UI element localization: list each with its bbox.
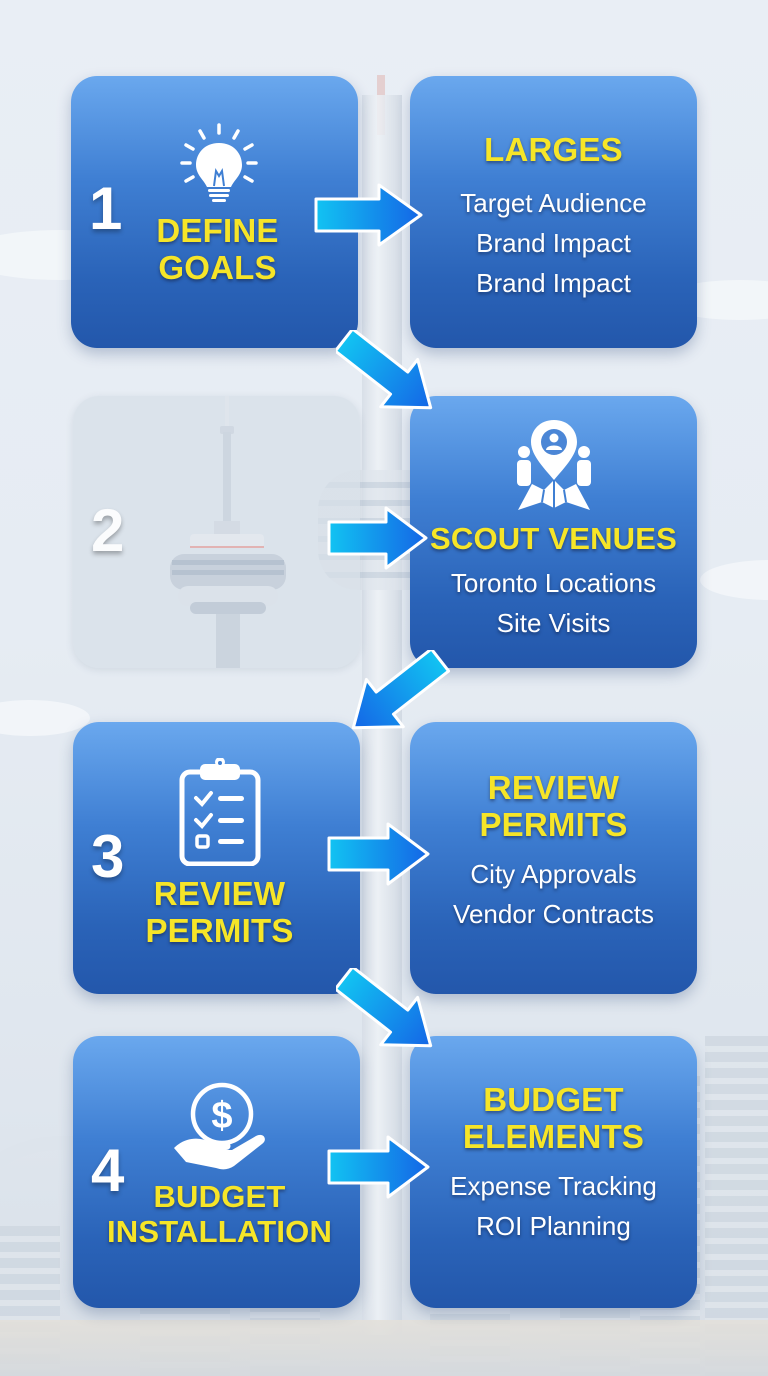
detail-title: REVIEW PERMITS [479,769,628,844]
step-title: REVIEW PERMITS [145,875,294,950]
detail-title-line: LARGES [484,131,623,168]
step-title: DEFINE GOALS [156,212,279,287]
arrow-right-icon [314,183,423,247]
detail-item: Expense Tracking [450,1170,657,1201]
step-title-line: REVIEW [153,875,286,913]
detail-title: BUDGET ELEMENTS [462,1081,645,1156]
detail-card-3: REVIEW PERMITS City Approvals Vendor Con… [410,722,697,994]
clipboard-checklist-icon [179,758,260,867]
arrow-down-right-icon [336,330,433,410]
step-title-line: PERMITS [145,912,294,949]
detail-title: SCOUT VENUES [430,521,677,557]
detail-title-line: ELEMENTS [462,1117,645,1155]
step-number: 2 [91,497,125,564]
detail-title-line: PERMITS [479,805,628,843]
step-number: 1 [89,175,123,242]
cn-tower-image [170,396,286,668]
detail-list: Toronto Locations Site Visits [451,563,656,643]
detail-item: ROI Planning [476,1210,631,1241]
svg-text:$: $ [211,1095,232,1137]
money-hand-icon: $ [173,1083,265,1170]
detail-list: Expense Tracking ROI Planning [450,1166,657,1246]
step-title-line: BUDGET [153,1179,286,1215]
step-card-1: 1 DEFINE GOALS [71,76,358,348]
ground [0,1320,768,1376]
detail-card-4: BUDGET ELEMENTS Expense Tracking ROI Pla… [410,1036,697,1308]
lightbulb-icon [179,123,258,203]
detail-item: Site Visits [496,607,611,638]
detail-card-1: LARGES Target Audience Brand Impact Bran… [410,76,697,348]
step-card-4: 4 $ BUDGET INSTALLATION [73,1036,360,1308]
detail-item: Vendor Contracts [453,898,654,929]
step-number: 4 [91,1137,125,1204]
step-title: BUDGET INSTALLATION [107,1180,332,1249]
arrow-right-icon [327,822,430,886]
map-location-people-icon [516,420,591,510]
arrow-down-right-icon [336,968,433,1048]
step-title-line: GOALS [158,249,277,286]
step-title-line: INSTALLATION [106,1214,333,1249]
step-title-line: DEFINE [156,212,279,250]
arrow-right-icon [327,1135,430,1199]
arrow-down-left-icon [351,650,450,730]
detail-title: LARGES [484,131,623,169]
step-card-3: 3 REVIEW PERMITS [73,722,360,994]
detail-card-2: SCOUT VENUES Toronto Locations Site Visi… [410,396,697,668]
detail-item: Brand Impact [476,267,631,298]
detail-item: Brand Impact [476,227,631,258]
detail-item: Toronto Locations [450,567,657,598]
step-card-2: 2 [73,396,360,668]
detail-item: City Approvals [470,858,637,889]
building [705,1036,768,1376]
arrow-right-icon [327,506,428,570]
detail-title-line: SCOUT VENUES [430,521,677,556]
step-number: 3 [91,823,125,890]
detail-title-line: REVIEW [487,769,620,806]
detail-list: City Approvals Vendor Contracts [453,854,654,934]
cloud [700,560,768,600]
detail-title-line: BUDGET [483,1081,624,1118]
detail-item: Target Audience [460,187,647,218]
detail-list: Target Audience Brand Impact Brand Impac… [460,183,646,303]
